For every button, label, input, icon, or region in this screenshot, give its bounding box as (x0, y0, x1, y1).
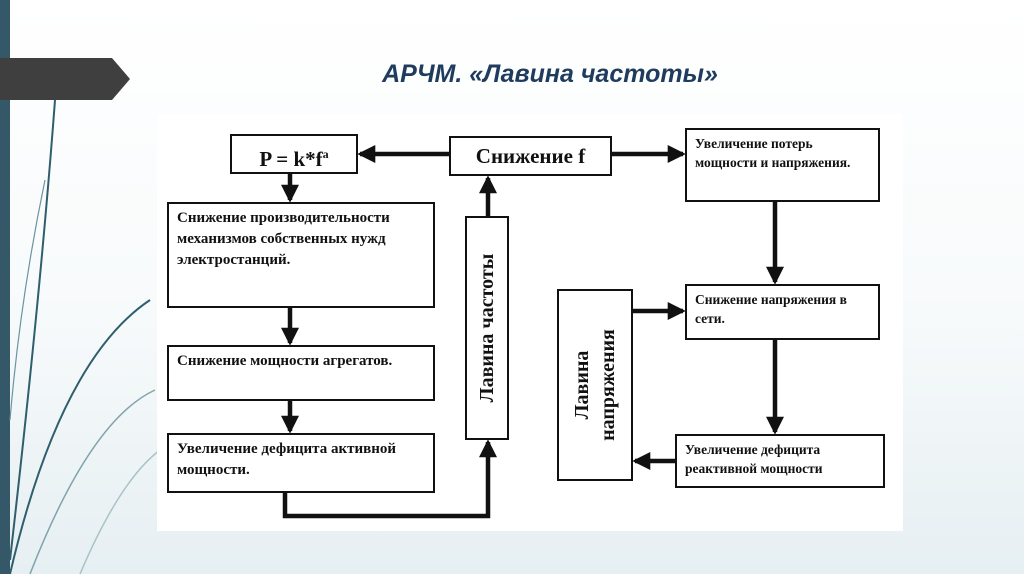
title-arrow-tab (0, 58, 130, 100)
arrow-deficit-to-freq-avalanche (282, 439, 497, 519)
left-accent-stripe (0, 0, 10, 574)
slide-title: АРЧМ. «Лавина частоты» (382, 60, 718, 88)
freq-avalanche-box: Лавина частоты (465, 216, 509, 440)
freq-drop-box: Снижение f (449, 136, 612, 176)
voltage-avalanche-box: Лавина напряжения (557, 289, 633, 481)
loss-increase-box: Увеличение потерь мощности и напряжения. (685, 128, 880, 202)
voltage-drop-box: Снижение напряжения в сети. (685, 284, 880, 340)
decorative-curves (9, 99, 160, 574)
formula-text: P = k*f (259, 147, 323, 171)
productivity-drop-box: Снижение производительности механизмов с… (167, 202, 435, 308)
diagram-panel: P = k*fa Снижение f Увеличение потерь мо… (157, 114, 903, 531)
diagram-arrows (281, 145, 784, 519)
unit-power-drop-box: Снижение мощности агрегатов. (167, 345, 435, 401)
formula-box: P = k*fa (230, 134, 358, 174)
freq-drop-text: Снижение f (475, 144, 586, 168)
formula-exponent: a (322, 147, 329, 161)
reactive-deficit-box: Увеличение дефицита реактивной мощности (675, 434, 885, 488)
active-deficit-box: Увеличение дефицита активной мощности. (167, 433, 435, 493)
